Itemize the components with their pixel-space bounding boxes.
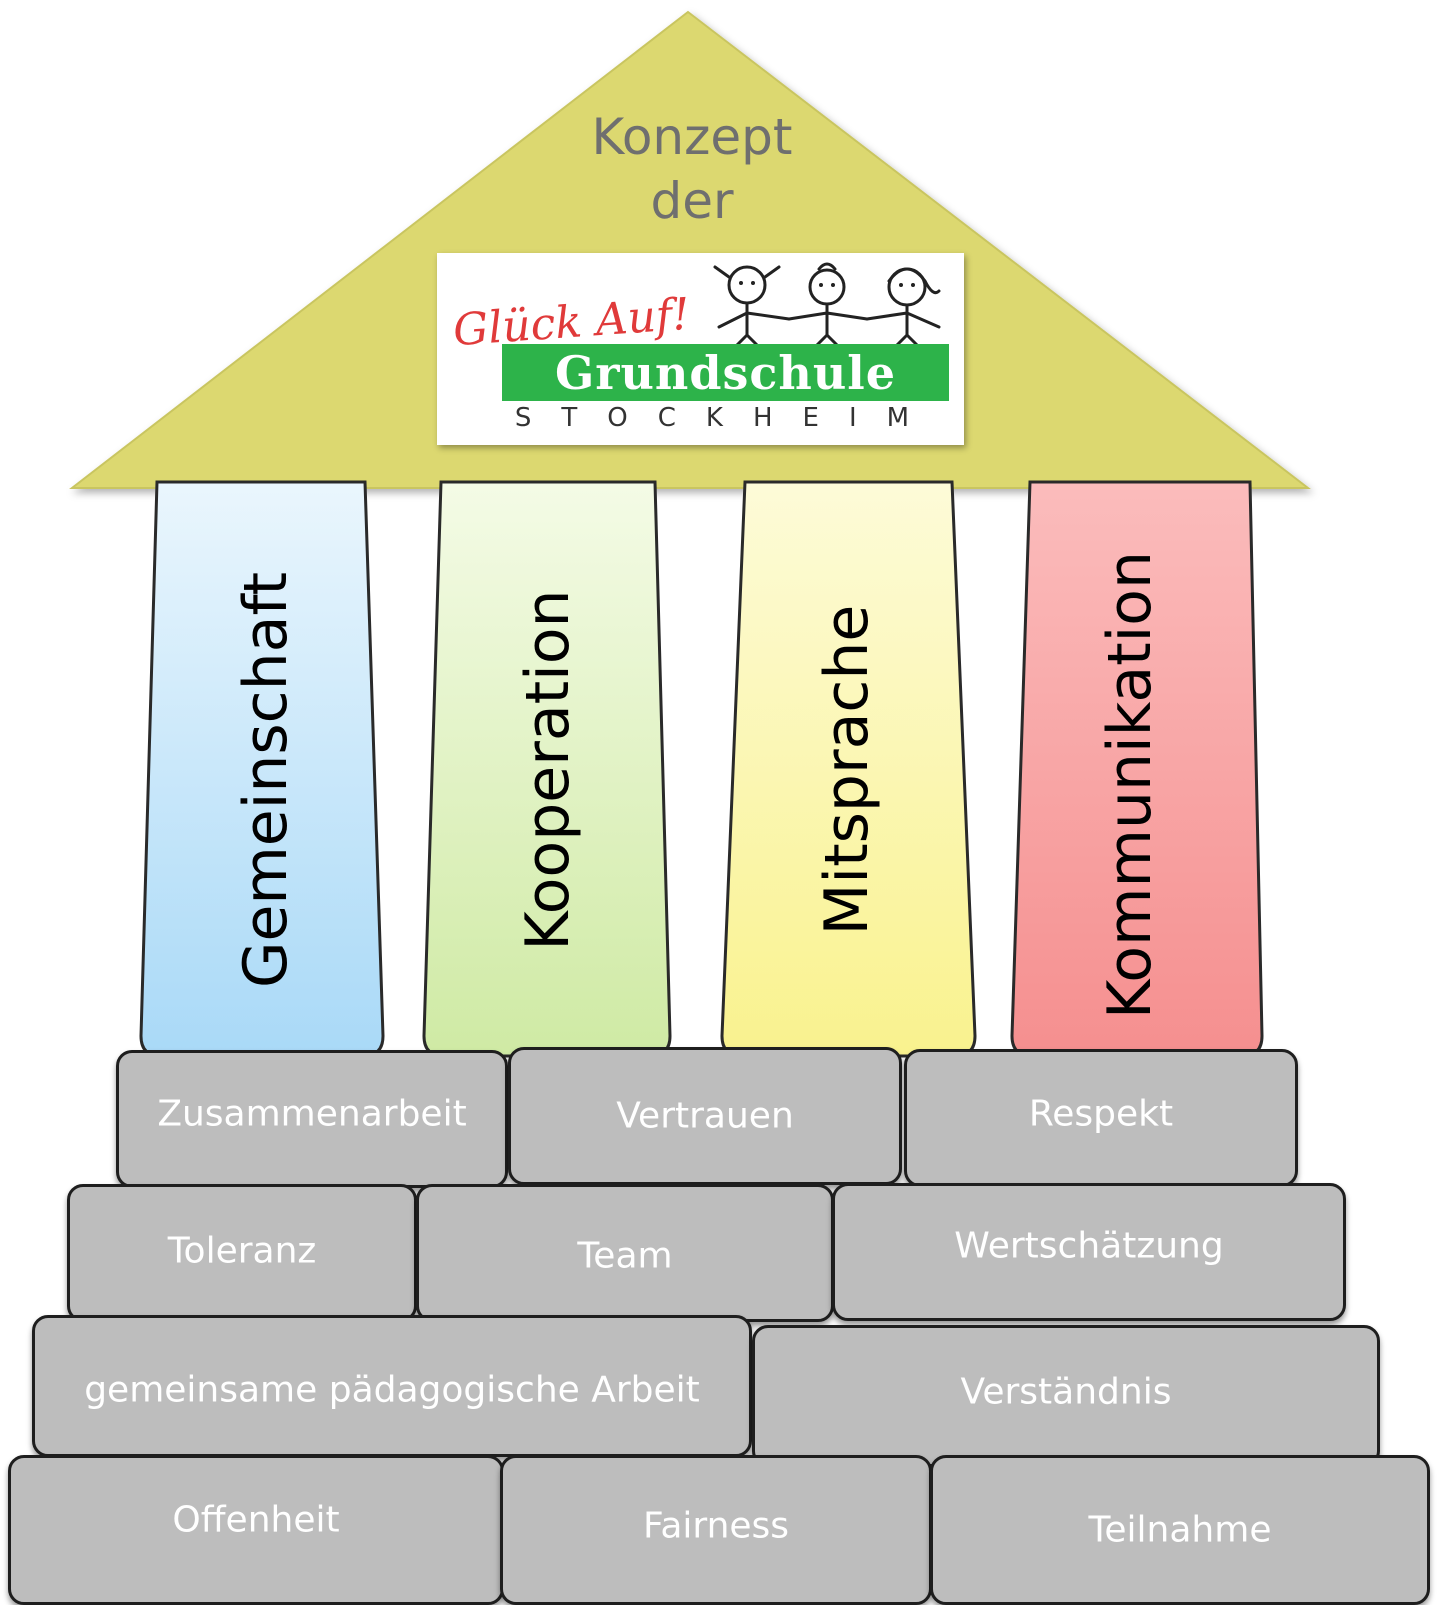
foundation-brick: Verständnis <box>752 1325 1380 1467</box>
foundation-brick: Fairness <box>500 1455 932 1605</box>
foundation-brick: Team <box>416 1184 834 1322</box>
foundation-brick: Zusammenarbeit <box>116 1050 508 1188</box>
brick-label: Toleranz <box>167 1230 317 1272</box>
logo-school-band: Grundschule <box>502 344 949 401</box>
foundation-brick: Vertrauen <box>508 1047 902 1185</box>
three-children-holding-hands-icon <box>713 262 941 347</box>
brick-label: Wertschätzung <box>954 1225 1224 1267</box>
foundation-brick: gemeinsame pädagogische Arbeit <box>32 1315 752 1457</box>
brick-label: Verständnis <box>960 1371 1172 1413</box>
brick-label: Teilnahme <box>1088 1509 1272 1551</box>
brick-label: Offenheit <box>172 1499 340 1541</box>
brick-label: gemeinsame pädagogische Arbeit <box>84 1369 700 1411</box>
logo-school-name: Grundschule <box>554 346 897 400</box>
foundation-brick: Toleranz <box>67 1184 417 1322</box>
brick-label: Fairness <box>642 1505 790 1547</box>
roof-title-line2: der <box>650 172 734 230</box>
pillar-label: Kommunikation <box>1095 550 1165 1020</box>
roof-triangle <box>69 10 1311 489</box>
brick-label: Respekt <box>1028 1093 1174 1135</box>
brick-label: Zusammenarbeit <box>157 1093 467 1135</box>
school-logo: Glück Auf! Grundschule STOCKHEIM <box>437 253 964 445</box>
roof-title-line1: Konzept <box>591 108 793 166</box>
brick-label: Vertrauen <box>616 1095 794 1137</box>
pillar-label: Kooperation <box>513 589 583 951</box>
foundation-brick: Teilnahme <box>930 1455 1430 1605</box>
brick-label: Team <box>577 1235 673 1277</box>
logo-town: STOCKHEIM <box>514 403 940 433</box>
foundation-brick: Offenheit <box>8 1455 504 1605</box>
pillar-label: Mitsprache <box>812 604 882 936</box>
pillar-label: Gemeinschaft <box>231 571 301 989</box>
foundation-brick: Wertschätzung <box>832 1183 1346 1321</box>
foundation-brick: Respekt <box>904 1049 1298 1187</box>
